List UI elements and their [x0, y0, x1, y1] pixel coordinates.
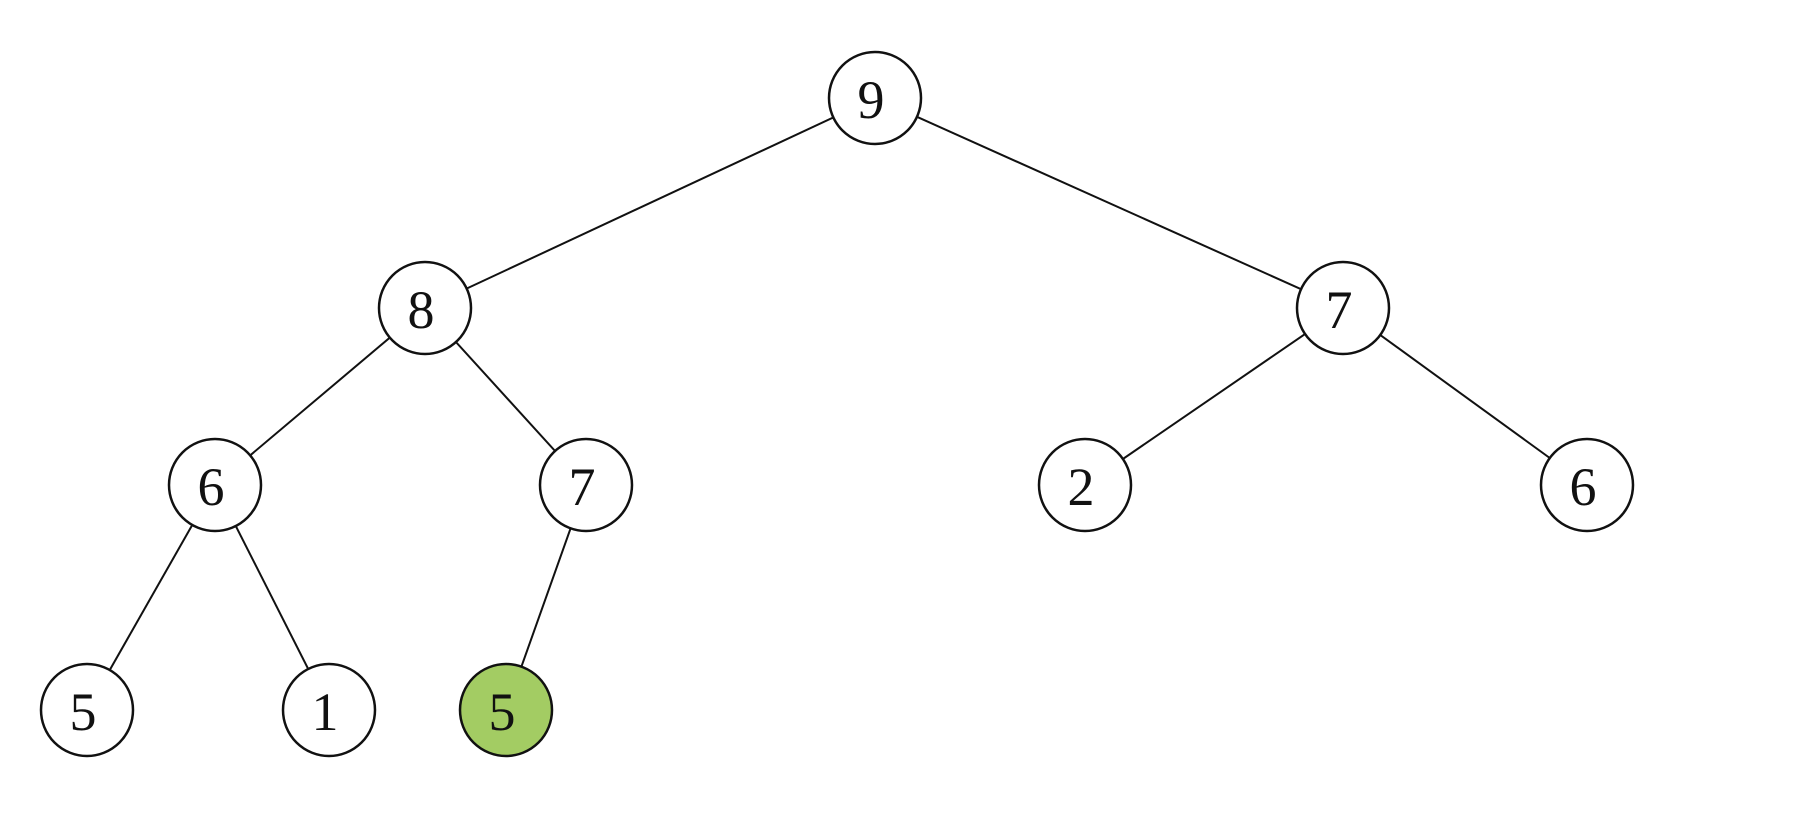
node-circle — [167, 437, 263, 533]
tree-node: 9 — [827, 50, 923, 146]
node-circle — [1295, 260, 1391, 356]
node-circle — [1539, 437, 1635, 533]
tree-node: 2 — [1037, 437, 1133, 533]
node-value: 5 — [489, 682, 516, 742]
tree-node: 6 — [167, 437, 263, 533]
tree-node: 5 — [39, 662, 135, 758]
node-circle — [458, 662, 554, 758]
tree-node: 6 — [1539, 437, 1635, 533]
tree-node: 7 — [1295, 260, 1391, 356]
tree-edge — [874, 97, 1344, 309]
node-circle — [39, 662, 135, 758]
node-circle — [1037, 437, 1133, 533]
tree-nodes: 9 8 7 6 7 2 6 5 1 5 — [39, 50, 1635, 758]
node-value: 7 — [569, 457, 596, 517]
node-circle — [281, 662, 377, 758]
tree-edge — [424, 97, 876, 309]
tree-edges — [86, 97, 1588, 711]
node-value: 1 — [312, 682, 339, 742]
node-value: 5 — [70, 682, 97, 742]
tree-node: 7 — [538, 437, 634, 533]
node-value: 7 — [1326, 280, 1353, 340]
node-circle — [538, 437, 634, 533]
node-circle — [377, 260, 473, 356]
node-value: 6 — [198, 457, 225, 517]
node-circle — [827, 50, 923, 146]
node-value: 2 — [1068, 457, 1095, 517]
tree-edge — [1342, 307, 1588, 486]
node-value: 8 — [408, 280, 435, 340]
tree-node: 1 — [281, 662, 377, 758]
tree-node-highlighted: 5 — [458, 662, 554, 758]
tree-node: 8 — [377, 260, 473, 356]
node-value: 9 — [858, 70, 885, 130]
node-value: 6 — [1570, 457, 1597, 517]
tree-edge — [1084, 307, 1344, 486]
